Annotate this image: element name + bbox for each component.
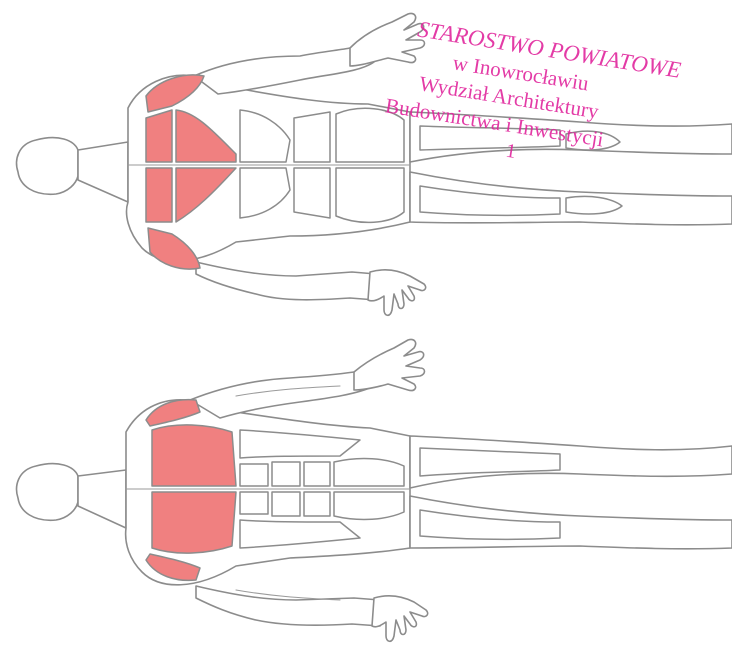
back-erector-top (294, 112, 330, 162)
back-hand-bottom (368, 270, 426, 315)
front-neck (78, 470, 126, 528)
stamp-line-5: 1 (504, 141, 517, 162)
front-abs-3t (304, 462, 330, 486)
front-lower-abs-bottom (334, 492, 404, 519)
front-head (17, 464, 78, 521)
back-neck (78, 142, 128, 202)
back-arm-bottom (196, 262, 376, 300)
front-abs-1b (240, 492, 268, 514)
front-abs-2t (272, 462, 300, 486)
front-abs-3b (304, 492, 330, 516)
front-hand-top (354, 339, 425, 390)
front-arm-bottom (196, 586, 380, 626)
front-abs-2b (272, 492, 300, 516)
front-hand-bottom (372, 596, 428, 641)
front-lower-abs-top (334, 459, 404, 486)
front-view-figure (17, 339, 732, 641)
front-abs-1t (240, 464, 268, 486)
back-erector-bottom (294, 168, 330, 218)
front-pectoral-bottom (152, 492, 236, 553)
back-gluteus-bottom (336, 168, 404, 222)
back-trapezius-upper (146, 110, 172, 162)
back-head (17, 138, 78, 195)
back-trapezius-lower (146, 168, 172, 222)
front-pectoral-top (152, 425, 236, 486)
